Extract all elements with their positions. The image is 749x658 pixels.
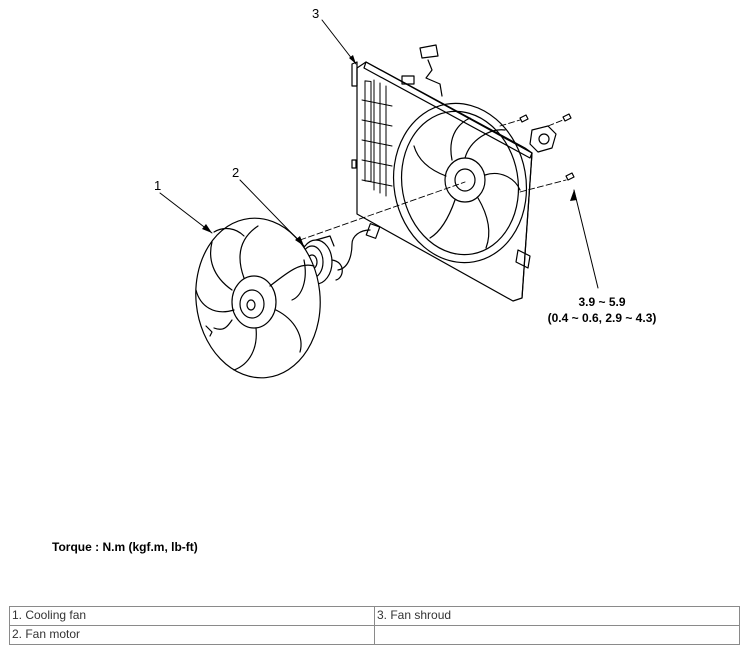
fan-assembly-diagram (159, 19, 599, 379)
legend-cell (374, 625, 740, 645)
legend-cell: 2. Fan motor (9, 625, 375, 645)
torque-spec: 3.9 ~ 5.9 (0.4 ~ 0.6, 2.9 ~ 4.3) (527, 294, 677, 326)
fan-shroud-drawing (351, 44, 557, 302)
torque-units-caption: Torque : N.m (kgf.m, lb-ft) (52, 540, 198, 554)
legend-cell: 1. Cooling fan (9, 606, 375, 626)
table-row: 2. Fan motor (9, 625, 740, 645)
table-row: 1. Cooling fan 3. Fan shroud (9, 606, 740, 626)
torque-spec-nm: 3.9 ~ 5.9 (578, 295, 626, 309)
callout-2: 2 (232, 165, 240, 180)
callout-1: 1 (154, 178, 162, 193)
cooling-fan-drawing (195, 217, 321, 379)
callout-3: 3 (312, 6, 320, 21)
torque-spec-alt-units: (0.4 ~ 0.6, 2.9 ~ 4.3) (547, 311, 657, 325)
mounting-bolts (519, 113, 575, 181)
parts-legend-table: 1. Cooling fan 3. Fan shroud 2. Fan moto… (9, 606, 740, 645)
legend-cell: 3. Fan shroud (374, 606, 740, 626)
